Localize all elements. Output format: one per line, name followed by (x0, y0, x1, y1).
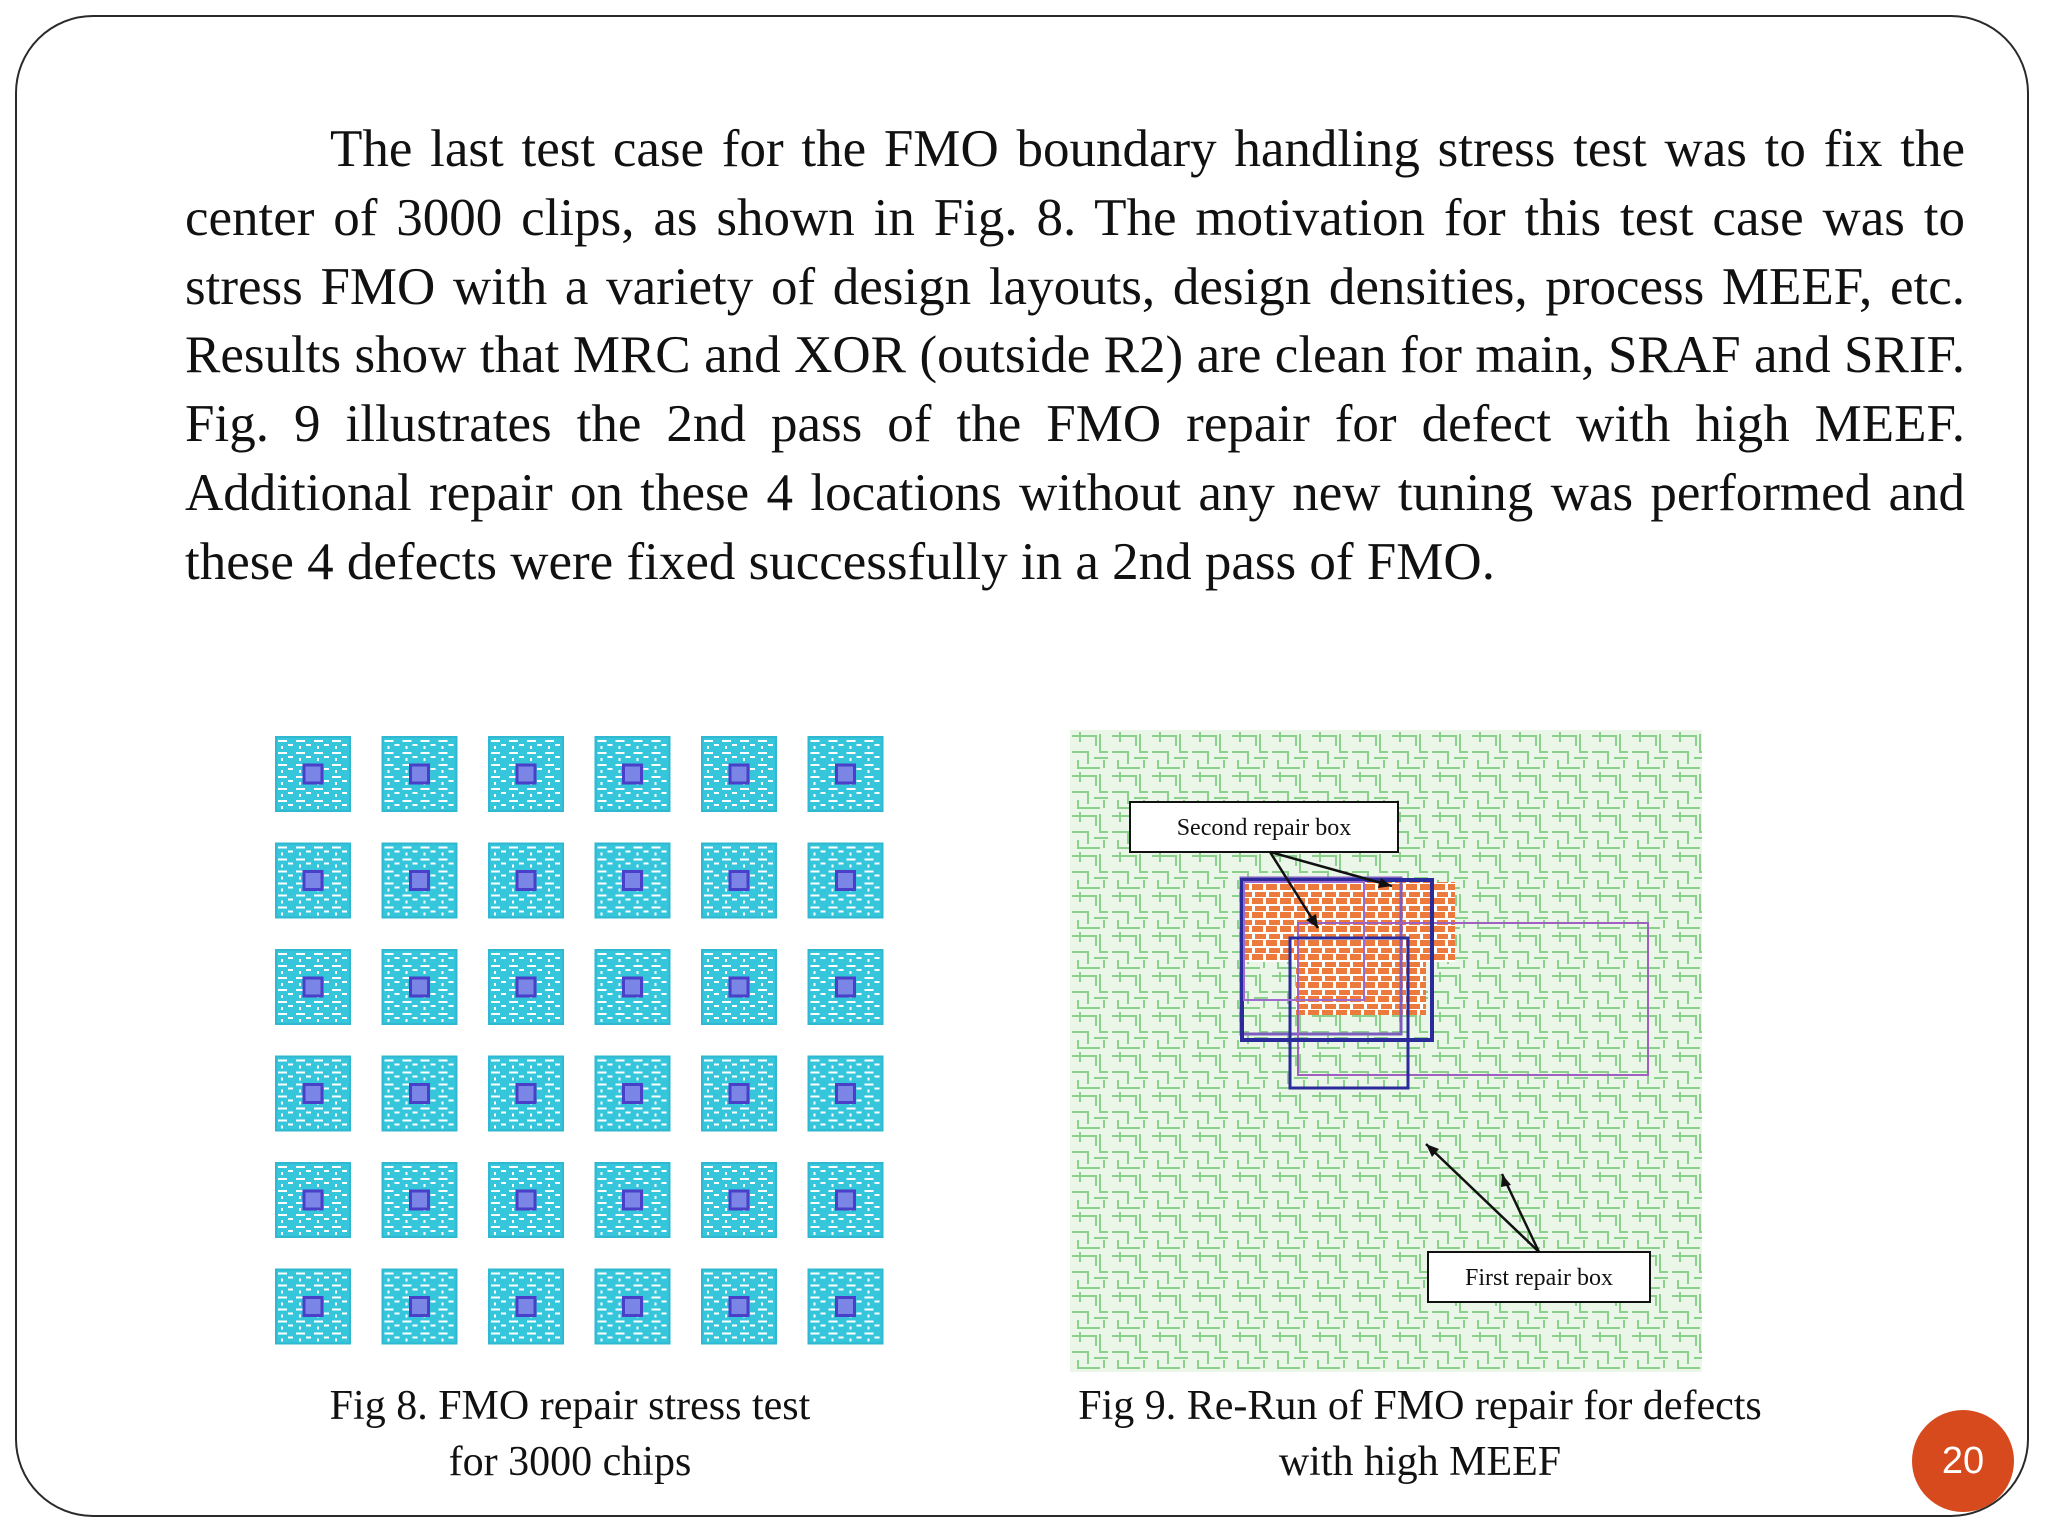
clip-thumbnail (487, 1055, 565, 1132)
second-repair-label: Second repair box (1177, 815, 1352, 841)
first-repair-box (1240, 878, 1434, 1042)
fig9-caption: Fig 9. Re-Run of FMO repair for defects … (1020, 1378, 1820, 1490)
arrow-second-1 (1268, 851, 1320, 929)
clip-thumbnail (381, 1268, 458, 1345)
clip-thumbnail (700, 948, 778, 1026)
first-repair-label: First repair box (1465, 1265, 1613, 1291)
fig8-caption: Fig 8. FMO repair stress test for 3000 c… (300, 1378, 840, 1490)
clip-thumbnail (594, 1161, 671, 1239)
clip-thumbnail (807, 1268, 884, 1345)
clip-thumbnail (807, 842, 884, 919)
first-repair-label-box (1427, 1251, 1651, 1303)
clip-thumbnail (807, 1055, 884, 1132)
clip-thumbnail (274, 1268, 352, 1345)
clip-thumbnail (594, 842, 671, 919)
clip-thumbnail (594, 1268, 671, 1345)
fig9-caption-line2: with high MEEF (1278, 1439, 1562, 1485)
clip-thumbnail (700, 842, 778, 919)
clip-thumbnail (274, 948, 352, 1026)
clip-thumbnail (381, 1055, 458, 1132)
slide-frame (15, 15, 2029, 1517)
fig8-caption-line2: for 3000 chips (448, 1439, 692, 1485)
clip-thumbnail (594, 948, 671, 1026)
clip-thumbnail (381, 1161, 458, 1239)
fig9-caption-line1: Fig 9. Re-Run of FMO repair for defects (1078, 1383, 1762, 1429)
clip-thumbnail (487, 1161, 565, 1239)
fig8-clip-grid (274, 735, 884, 1345)
arrow-second-2 (1269, 850, 1393, 888)
clip-thumbnail (594, 735, 671, 813)
clip-thumbnail (381, 735, 458, 813)
clip-thumbnail (594, 1055, 671, 1132)
fig9-repair-layout: Second repair box First repair box (1070, 730, 1702, 1372)
clip-thumbnail (807, 1161, 884, 1239)
clip-thumbnail (700, 1055, 778, 1132)
clip-thumbnail (274, 1055, 352, 1132)
clip-thumbnail (274, 1161, 352, 1239)
arrow-first-1 (1425, 1143, 1540, 1253)
clip-thumbnail (807, 735, 884, 813)
page-number-badge: 20 (1912, 1410, 2014, 1512)
clip-thumbnail (700, 1161, 778, 1239)
second-repair-label-box (1129, 801, 1399, 853)
clip-thumbnail (487, 1268, 565, 1345)
clip-thumbnail (274, 842, 352, 919)
clip-thumbnail (487, 735, 565, 813)
clip-thumbnail (487, 842, 565, 919)
clip-thumbnail (381, 842, 458, 919)
fig8-caption-line1: Fig 8. FMO repair stress test (329, 1383, 811, 1429)
clip-thumbnail (700, 735, 778, 813)
clip-thumbnail (700, 1268, 778, 1345)
arrow-first-2 (1500, 1173, 1541, 1253)
clip-thumbnail (807, 948, 884, 1026)
clip-thumbnail (274, 735, 352, 813)
clip-thumbnail (381, 948, 458, 1026)
clip-thumbnail (487, 948, 565, 1026)
body-paragraph: The last test case for the FMO boundary … (185, 120, 1965, 591)
